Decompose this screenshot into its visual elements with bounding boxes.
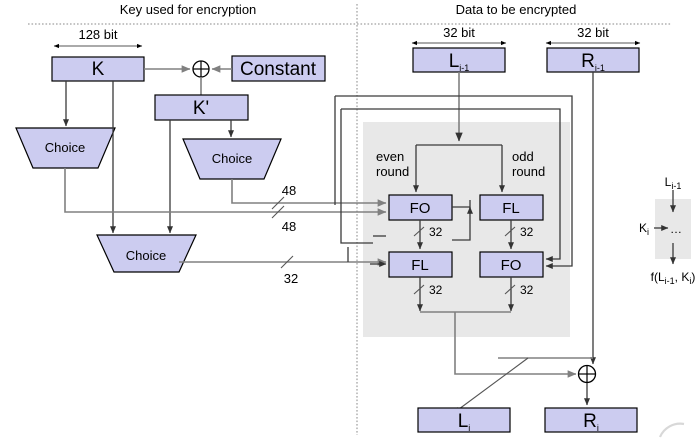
block-R-input-sub: i-1 <box>595 63 605 73</box>
slash-32-b <box>504 226 516 237</box>
block-L-input-main: L <box>449 51 460 72</box>
legend-input-label: Li-1 <box>665 175 682 191</box>
block-R-output-sub: i <box>597 423 599 433</box>
block-R-output-main: R <box>583 411 597 432</box>
label-128-bit: 128 bit <box>78 27 117 42</box>
bus-choice1-to-fo-even <box>64 168 387 216</box>
legend-key-sub: i <box>647 227 649 237</box>
trapezoid-choice-2[interactable] <box>182 138 282 180</box>
feedback-wire-outer <box>335 95 573 270</box>
feedback-wire-inner <box>341 108 561 263</box>
bus-slash-48-a <box>271 196 285 210</box>
slash-32-c <box>413 284 425 295</box>
label-32-d: 32 <box>520 283 534 297</box>
legend-output-label: f(Li-1, Ki) <box>651 270 696 286</box>
block-K-prime-label: K' <box>193 98 209 119</box>
block-L-output-sub: i <box>468 423 470 433</box>
title-key-side: Key used for encryption <box>120 2 257 17</box>
trapezoid-choice-3[interactable] <box>96 234 197 273</box>
label-32-a: 32 <box>429 225 443 239</box>
block-L-input[interactable] <box>412 47 506 73</box>
label-32-b: 32 <box>520 225 534 239</box>
label-bus-48-a: 48 <box>282 183 296 198</box>
block-FL-odd-label: FL <box>502 200 520 217</box>
round-shaded-region <box>363 122 570 337</box>
block-K-prime[interactable] <box>154 94 249 121</box>
wire-fo-even-branch-to-fl-odd <box>452 206 474 241</box>
block-FL-even-label: FL <box>411 257 429 274</box>
block-FO-even-label: FO <box>410 200 431 217</box>
block-FL-even[interactable] <box>388 251 453 278</box>
trapezoid-choice-3-label: Choice <box>126 248 166 263</box>
block-FO-odd[interactable] <box>479 251 544 278</box>
legend-output-end: ) <box>691 270 695 284</box>
label-bus-32: 32 <box>284 271 298 286</box>
block-L-output-label: Li <box>458 411 471 433</box>
label-even-round-line1: even <box>376 149 404 164</box>
title-data-side: Data to be encrypted <box>456 2 577 17</box>
block-R-output[interactable] <box>544 407 638 433</box>
block-constant-label: Constant <box>240 59 317 80</box>
block-FO-even[interactable] <box>388 194 453 221</box>
legend-body-dots: … <box>670 222 682 236</box>
wire-round-out-to-xor <box>454 312 577 378</box>
block-K-label: K <box>92 59 105 80</box>
block-L-input-sub: i-1 <box>459 63 469 73</box>
label-32-bit-left: 32 bit <box>443 25 475 40</box>
trapezoid-choice-1[interactable] <box>15 127 116 169</box>
bus-choice2-to-fo-even <box>231 179 387 207</box>
block-R-input[interactable] <box>546 47 640 73</box>
block-L-input-label: Li-1 <box>449 51 470 73</box>
label-odd-round-line1: odd <box>512 149 534 164</box>
block-R-input-main: R <box>581 51 595 72</box>
label-bus-48-b: 48 <box>282 219 296 234</box>
label-32-c: 32 <box>429 283 443 297</box>
legend-input-sub: i-1 <box>671 181 681 191</box>
block-R-output-label: Ri <box>583 411 599 433</box>
decorative-arc <box>658 422 685 438</box>
slash-32-d <box>504 284 516 295</box>
legend-output-sub1: i-1 <box>665 276 675 286</box>
block-FO-odd-label: FO <box>501 257 522 274</box>
label-odd-round-line2: round <box>512 164 545 179</box>
bus-slash-32 <box>280 255 294 269</box>
block-L-output-main: L <box>458 411 469 432</box>
block-constant[interactable] <box>231 55 326 82</box>
wire-crossover-to-L-out <box>454 357 529 413</box>
legend-input-main: L <box>665 175 672 189</box>
legend-output-sub2: i <box>689 276 691 286</box>
legend-output-part1: f(L <box>651 270 665 284</box>
block-FL-odd[interactable] <box>479 194 544 221</box>
block-R-input-label: Ri-1 <box>581 51 605 73</box>
feedback-drop-inner <box>340 109 373 244</box>
slash-32-a <box>413 226 425 237</box>
legend-key-label: Ki <box>639 221 649 237</box>
legend-output-mid: , K <box>675 270 690 284</box>
label-even-round-line2: round <box>376 164 409 179</box>
legend-key-main: K <box>639 221 647 235</box>
trapezoid-choice-1-label: Choice <box>45 140 85 155</box>
label-32-bit-right: 32 bit <box>577 25 609 40</box>
bus-slash-48-b <box>271 205 285 219</box>
block-L-output[interactable] <box>417 407 511 433</box>
trapezoid-choice-2-label: Choice <box>212 151 252 166</box>
